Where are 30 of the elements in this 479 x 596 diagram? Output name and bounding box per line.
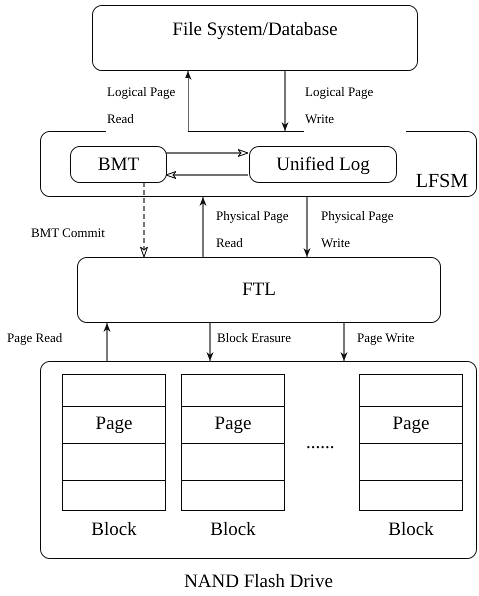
page-label: Page <box>94 413 134 435</box>
ellipsis-label: ...... <box>306 432 334 454</box>
arrow <box>140 182 148 258</box>
block-grid <box>359 374 463 511</box>
block-grid <box>62 374 166 511</box>
drive-title: NAND Flash Drive <box>183 571 334 593</box>
node-label: Unified Log <box>275 154 371 176</box>
arrow <box>103 323 111 361</box>
node-label: BMT <box>96 154 140 176</box>
page-label: Page <box>214 413 252 435</box>
arrow <box>166 149 248 157</box>
arrow <box>303 197 311 257</box>
component-box <box>249 146 397 183</box>
block-label: Block <box>209 519 257 541</box>
node-label: FTL <box>241 279 277 301</box>
arrow <box>206 323 214 361</box>
page-label: Page <box>392 413 430 435</box>
block-label: Block <box>387 519 435 541</box>
layer-box <box>92 5 418 71</box>
block-label: Block <box>90 519 138 541</box>
arrow <box>199 197 207 257</box>
node-label: LFSM <box>416 170 468 192</box>
arrow <box>166 171 248 179</box>
node-label: File System/Database <box>171 19 339 41</box>
block-grid <box>181 374 285 511</box>
arrow <box>340 323 348 361</box>
layer-box <box>77 257 441 323</box>
edge-label: Logical Page Read <box>106 78 188 132</box>
component-box <box>70 146 167 183</box>
arrow <box>281 71 289 131</box>
